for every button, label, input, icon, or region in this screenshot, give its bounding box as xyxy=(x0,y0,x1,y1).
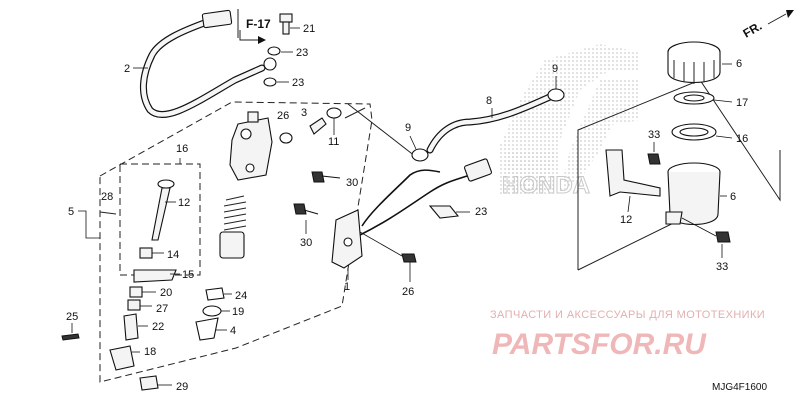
callout-33b: 33 xyxy=(716,261,728,273)
callout-19: 19 xyxy=(232,306,244,318)
reference-label: F-17 xyxy=(246,17,271,31)
callout-25: 24 xyxy=(235,290,247,302)
callout-12: 16 xyxy=(176,143,188,155)
callout-30: 28 xyxy=(101,191,113,203)
callout-17: 16 xyxy=(736,133,748,145)
lock-nut xyxy=(139,247,153,259)
callout-8: 6 xyxy=(736,58,742,70)
callout-14: 15 xyxy=(182,269,194,281)
stop-switch-bracket xyxy=(331,209,363,269)
clevis-nut xyxy=(139,375,159,391)
callout-29: 25 xyxy=(66,311,78,323)
banjo-bolt xyxy=(279,13,293,35)
callout-1: 1 xyxy=(344,281,350,293)
cotter-pin xyxy=(99,211,117,215)
callout-16: 20 xyxy=(160,287,172,299)
hose-clip-lower xyxy=(411,148,429,162)
reservoir-bolt xyxy=(715,231,731,243)
assembly-12-outline xyxy=(119,163,201,276)
boot-bracket xyxy=(133,269,177,283)
mounting-bolt-upper xyxy=(311,171,325,183)
direction-label: FR. xyxy=(741,19,765,41)
callout-7: 8 xyxy=(486,95,492,107)
front-direction-arrow: FR. xyxy=(741,10,794,41)
callout-22: 22 xyxy=(152,321,164,333)
joint-nut xyxy=(129,286,143,298)
washer-nut xyxy=(127,299,141,311)
brake-hose xyxy=(140,9,277,118)
callout-28: 27 xyxy=(156,303,168,315)
honda-wing-logo: HONDA xyxy=(498,44,640,200)
frame-line-lower xyxy=(344,107,366,119)
callout-4: 4 xyxy=(230,325,236,337)
reservoir-cap xyxy=(667,41,721,84)
callout-9b: 9 xyxy=(405,122,411,134)
callout-23b: 23 xyxy=(292,77,304,89)
circlip xyxy=(326,107,342,119)
reservoir-bracket xyxy=(605,149,661,197)
callout-11: 12 xyxy=(620,214,632,226)
honda-logo-text: HONDA xyxy=(502,172,590,199)
callout-6: 6 xyxy=(730,191,736,203)
callout-10: 11 xyxy=(328,136,339,148)
callout-32b: 30 xyxy=(300,237,312,249)
switch-connector xyxy=(464,158,492,182)
master-cylinder-body xyxy=(229,111,273,181)
rod-sleeve xyxy=(123,313,139,341)
bracket-bolt xyxy=(647,153,661,165)
callout-33a: 33 xyxy=(648,129,660,141)
callout-32a: 30 xyxy=(346,177,358,189)
callout-23a: 23 xyxy=(296,47,308,59)
reference-arrow xyxy=(239,30,258,41)
piston-circlip xyxy=(202,305,222,317)
callout-15: 14 xyxy=(167,249,179,261)
switch-screw xyxy=(401,253,417,263)
callout-2: 2 xyxy=(124,63,130,75)
spring xyxy=(219,195,247,259)
dust-boot xyxy=(205,287,225,301)
frame-line-upper xyxy=(347,103,421,161)
callout-18: 17 xyxy=(736,97,748,109)
diagram-code: MJG4F1600 xyxy=(712,382,767,393)
callout-13: 12 xyxy=(178,197,190,209)
watermark-line-2: PARTSFOR.RU xyxy=(492,328,707,361)
mounting-bolt-lower xyxy=(293,203,307,215)
brake-fluid-reservoir xyxy=(665,162,721,225)
o-ring xyxy=(279,132,293,144)
callout-27: 26 xyxy=(402,286,414,298)
reservoir-diaphragm xyxy=(671,123,717,141)
callout-24: 23 xyxy=(475,206,487,218)
callout-26: 26 xyxy=(277,110,289,122)
callout-3: 3 xyxy=(301,107,307,119)
watermark-line-1: ЗАПЧАСТИ И АКСЕССУАРЫ ДЛЯ МОТОТЕХНИКИ xyxy=(490,309,765,321)
callout-31: 29 xyxy=(176,381,188,393)
callout-20: 18 xyxy=(144,346,156,358)
piston-cup xyxy=(195,317,219,341)
joint xyxy=(309,117,327,135)
callout-21: 21 xyxy=(303,23,315,35)
hose-clip-upper xyxy=(547,88,565,102)
reservoir-hose xyxy=(426,92,556,154)
switch-wire xyxy=(359,174,471,236)
pivot-bolt xyxy=(61,333,80,341)
diaphragm-plate xyxy=(673,91,715,105)
callout-5: 5 xyxy=(68,206,74,218)
sealing-washer-upper xyxy=(267,46,281,56)
clevis-joint xyxy=(109,345,135,371)
wire-clip xyxy=(428,205,460,219)
callout-9a: 9 xyxy=(552,63,558,75)
sealing-washer-lower xyxy=(263,77,277,87)
push-rod xyxy=(151,179,175,241)
